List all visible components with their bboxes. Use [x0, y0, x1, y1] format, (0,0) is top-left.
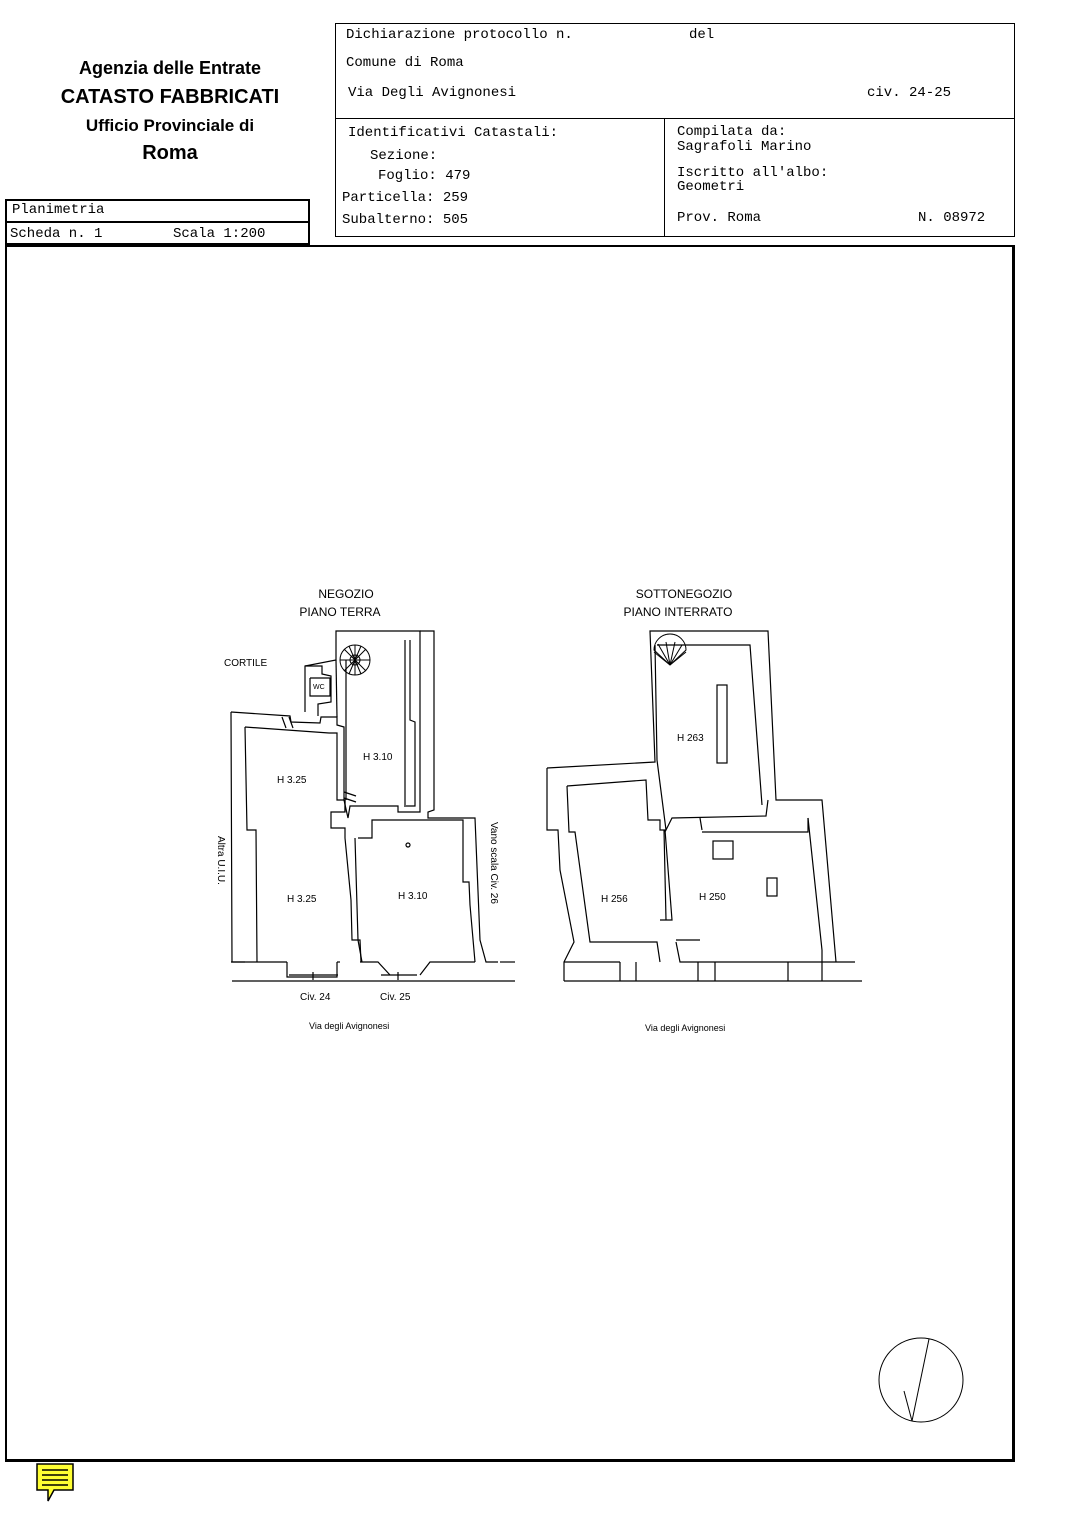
scheda-label: Scheda n. 1: [10, 226, 103, 242]
catasto-title: CATASTO FABBRICATI: [60, 86, 280, 108]
planimetria-divider: [7, 221, 308, 223]
left-room-a-height: H 3.10: [363, 752, 393, 763]
iscritto-label: Iscritto all'albo:: [677, 165, 829, 181]
right-plan-subtitle: PIANO INTERRATO: [624, 605, 733, 619]
numero-label: N. 08972: [918, 210, 986, 226]
compilata-nome: Sagrafoli Marino: [677, 139, 812, 155]
civ24-label: Civ. 24: [300, 992, 331, 1003]
ufficio-city: Roma: [142, 142, 198, 164]
scala-label: Scala 1:200: [173, 226, 266, 242]
iscritto-valore: Geometri: [677, 179, 745, 195]
declaration-box: [335, 23, 1015, 237]
right-plan-title: SOTTONEGOZIO: [636, 587, 732, 601]
right-room-b-height: H 256: [601, 894, 628, 905]
left-plan-subtitle: PIANO TERRA: [299, 605, 380, 619]
plan-left-walls: [230, 630, 515, 982]
left-plan-title: NEGOZIO: [318, 587, 373, 601]
sezione-label: Sezione:: [370, 148, 438, 164]
altra-uiu-label: Altra U.I.U.: [215, 836, 226, 885]
left-room-c-height: H 3.25: [287, 894, 317, 905]
declaration-vline: [664, 118, 665, 236]
wc-label: WC: [313, 684, 325, 691]
drawing-frame: [5, 245, 1015, 1462]
planimetria-box: [5, 199, 310, 245]
right-street-label: Via degli Avignonesi: [645, 1023, 725, 1033]
note-icon[interactable]: [36, 1463, 74, 1503]
cortile-label: CORTILE: [224, 658, 267, 669]
comune-label: Comune di Roma: [346, 55, 464, 71]
vano-scala-label: Vano scala Civ. 26: [488, 822, 499, 904]
via-label: Via Degli Avignonesi: [348, 85, 517, 101]
civ-label: civ. 24-25: [867, 85, 952, 101]
ufficio-label: Ufficio Provinciale di: [85, 116, 255, 135]
plan-right-walls: [546, 630, 862, 982]
planimetria-label: Planimetria: [12, 202, 105, 218]
subalterno-label: Subalterno: 505: [342, 212, 469, 228]
foglio-label: Foglio: 479: [378, 168, 471, 184]
compilata-label: Compilata da:: [677, 124, 787, 140]
right-room-a-height: H 263: [677, 733, 704, 744]
left-room-b-height: H 3.25: [277, 775, 307, 786]
declaration-hline: [336, 118, 1014, 119]
spiral-stair-right-icon: [653, 633, 687, 666]
dichiarazione-label: Dichiarazione protocollo n.: [346, 27, 573, 43]
particella-label: Particella: 259: [342, 190, 469, 206]
spiral-stair-left-icon: [339, 644, 371, 676]
identificativi-label: Identificativi Catastali:: [348, 125, 559, 141]
left-street-label: Via degli Avignonesi: [309, 1021, 389, 1031]
right-room-c-height: H 250: [699, 892, 726, 903]
left-room-d-height: H 3.10: [398, 891, 428, 902]
prov-label: Prov. Roma: [677, 210, 762, 226]
north-arrow-icon: [878, 1337, 964, 1423]
civ25-label: Civ. 25: [380, 992, 411, 1003]
del-label: del: [689, 27, 715, 43]
agency-name: Agenzia delle Entrate: [78, 58, 262, 78]
